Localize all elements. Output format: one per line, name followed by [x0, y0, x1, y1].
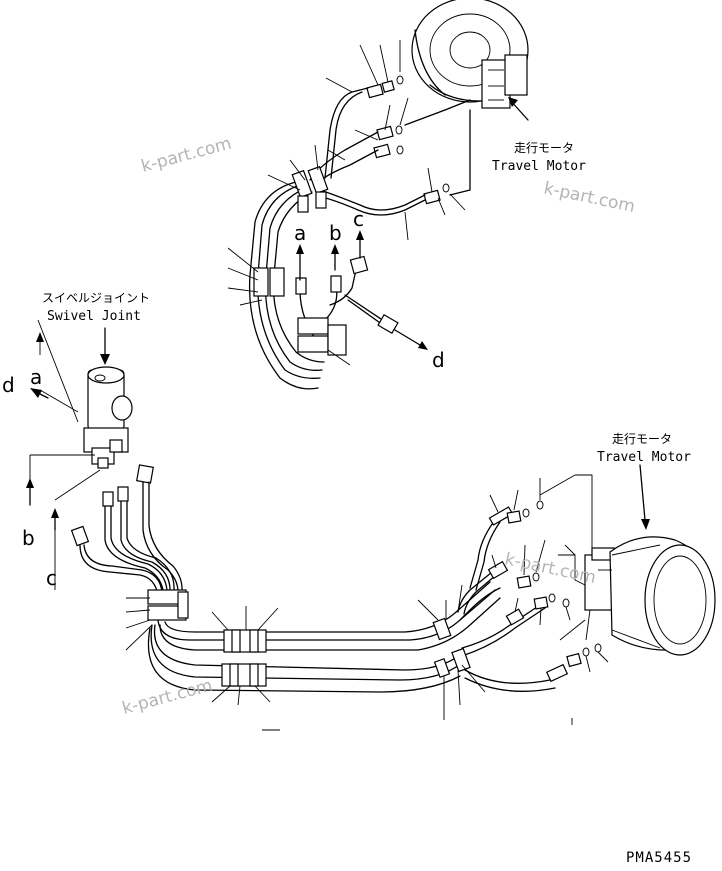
travel-motor-right-label-en: Travel Motor — [597, 450, 691, 465]
fittings-swivel — [70, 464, 154, 547]
swivel-markers-left — [26, 319, 101, 590]
connection-letter-left-c: c — [46, 566, 57, 590]
connection-letter-top-c: c — [353, 207, 364, 231]
hoses-swivel — [79, 481, 183, 596]
connection-letter-top-b: b — [329, 221, 342, 245]
swivel-joint-label-jp: スイベルジョイント — [42, 291, 150, 305]
swivel-joint-label-en: Swivel Joint — [47, 309, 141, 324]
travel-motor-top-label-jp: 走行モータ — [514, 141, 574, 155]
connection-letter-top-a: a — [294, 221, 306, 245]
watermark-1: k-part.com — [139, 134, 234, 177]
leader-lines-lower — [125, 478, 609, 731]
travel-motor-top-label-en: Travel Motor — [492, 159, 586, 174]
travel-motor-right — [584, 536, 716, 656]
connection-letter-left-a: a — [30, 365, 42, 389]
watermark-2: k-part.com — [542, 178, 637, 217]
travel-motor-right-label-jp: 走行モータ — [612, 432, 672, 446]
connection-letter-left-b: b — [22, 526, 35, 550]
fittings-top — [366, 75, 450, 205]
clamps-top — [253, 165, 399, 356]
leader-lines-top — [227, 40, 466, 366]
connection-arrows-top — [296, 230, 428, 350]
watermark-3: k-part.com — [503, 549, 598, 588]
arrow-travel-motor-right — [639, 464, 646, 521]
clamps-lower — [147, 589, 471, 687]
travel-motor-top — [411, 0, 529, 109]
drawing-code: PMA5455 — [626, 850, 692, 866]
connection-letter-top-d: d — [432, 348, 445, 372]
fittings-lower — [487, 500, 602, 683]
connection-letter-left-d: d — [2, 373, 15, 397]
swivel-joint — [83, 366, 133, 469]
hoses-main-lower — [147, 519, 556, 693]
